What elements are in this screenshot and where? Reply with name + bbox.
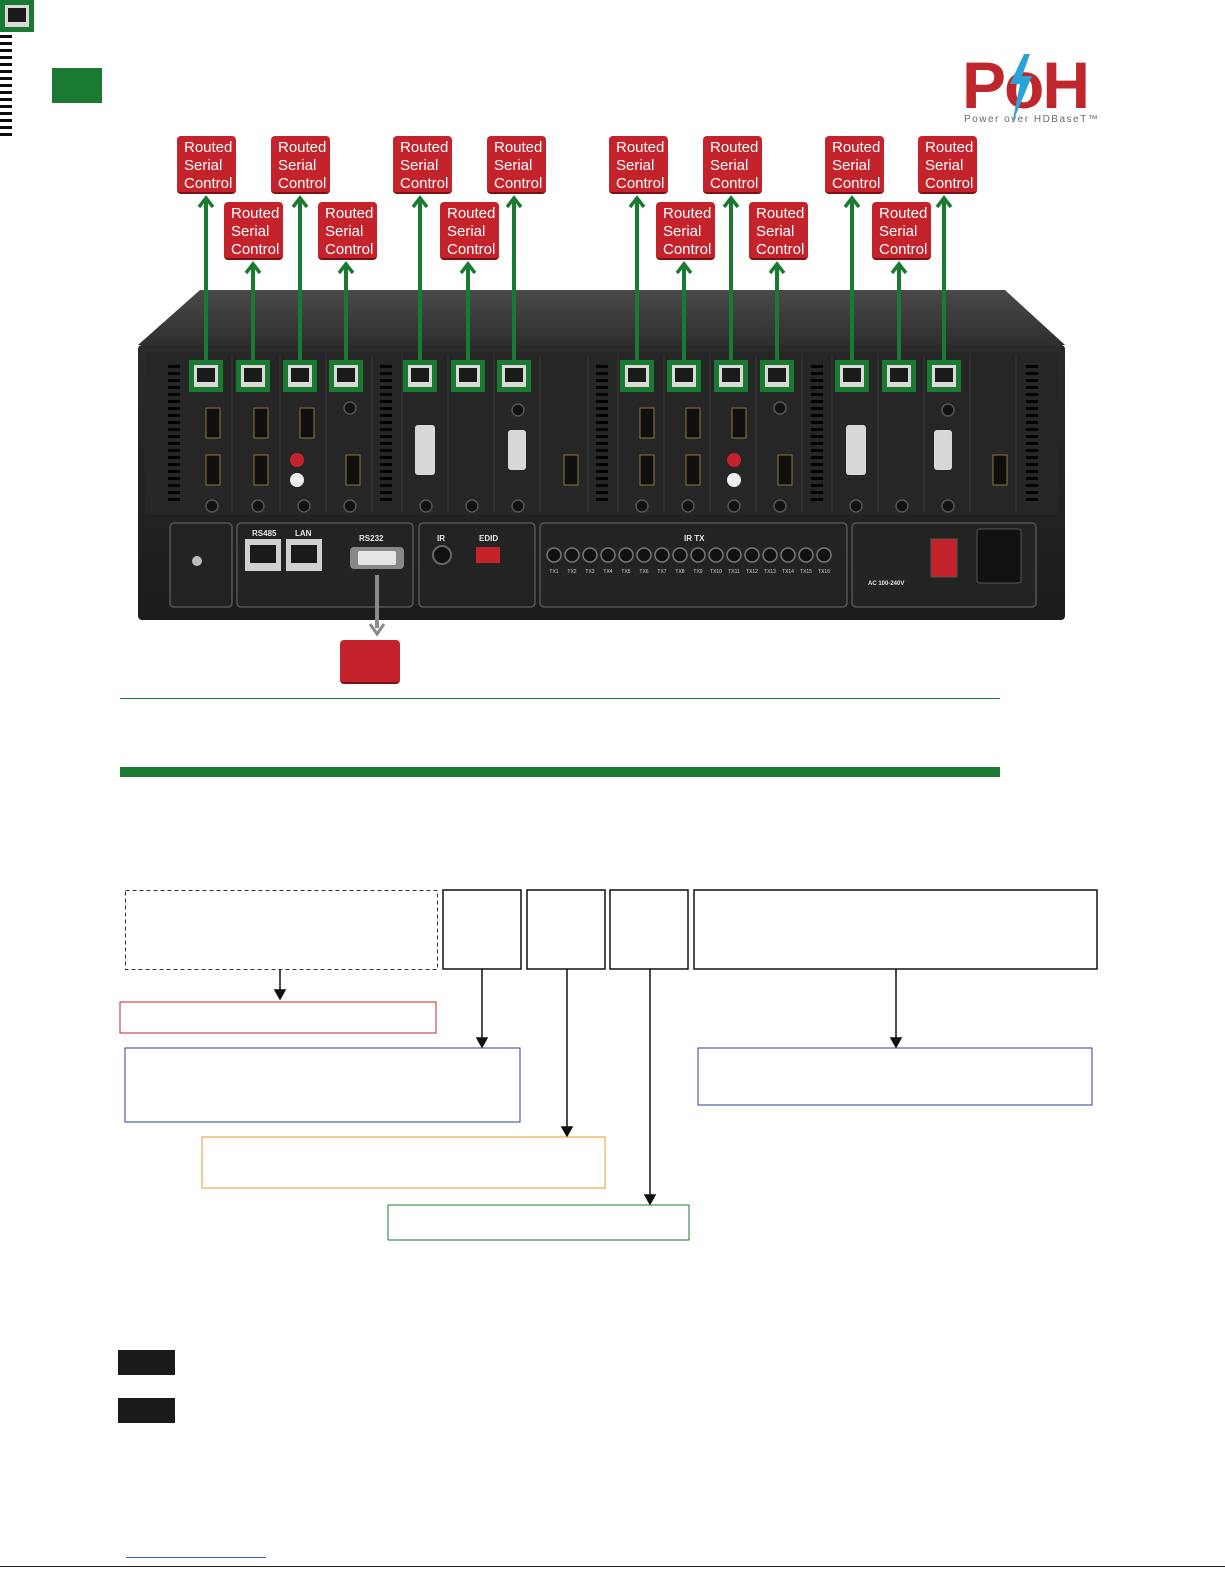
edid-label: EDID: [479, 534, 498, 543]
orange-description-box: [201, 1136, 606, 1189]
header-box-2: [526, 889, 606, 970]
ir-label: IR: [437, 534, 445, 543]
card-bay: [145, 352, 1058, 515]
footer-link-underline[interactable]: [126, 1557, 266, 1558]
ir-tx-port-label: TX9: [693, 569, 702, 575]
ir-tx-port-label: TX12: [746, 569, 758, 575]
chassis-top: [138, 290, 1065, 345]
rs232-destination-box: [340, 640, 400, 684]
red-description-box: [119, 1001, 437, 1034]
ir-tx-port-label: TX10: [710, 569, 722, 575]
ir-tx-port-label: TX5: [621, 569, 630, 575]
blue-description-box-left: [124, 1047, 521, 1123]
footer-rule: [0, 1566, 1225, 1567]
header-box-3: [609, 889, 689, 970]
lan-label: LAN: [295, 529, 312, 538]
structure-diagram: [119, 889, 1098, 1241]
ir-tx-port-label: TX3: [585, 569, 594, 575]
ir-tx-port-label: TX15: [800, 569, 812, 575]
power-label: AC 100-240V: [868, 581, 904, 587]
green-description-box: [387, 1204, 690, 1241]
ir-tx-port-label: TX2: [567, 569, 576, 575]
header-box-1: [442, 889, 522, 970]
dashed-header-box: [125, 890, 438, 970]
rs232-label: RS232: [359, 534, 384, 543]
hdbt-ports: [0, 0, 34, 32]
section-divider-thick: [120, 767, 1000, 777]
logo-subtitle: Power over HDBaseT™: [964, 114, 1100, 125]
ir-tx-port-label: TX7: [657, 569, 666, 575]
device-rear-panel-diagram: RS485 LAN RS232 IR EDID IR TX AC 100-240…: [0, 0, 1065, 637]
section-divider-thin: [120, 698, 1000, 699]
ir-tx-port-label: TX14: [782, 569, 794, 575]
ir-tx-port-label: TX1: [549, 569, 558, 575]
ir-tx-port-label: TX8: [675, 569, 684, 575]
ir-tx-label: IR TX: [684, 534, 705, 543]
ground-icon: [192, 556, 202, 566]
serial-routing-arrows: [204, 200, 946, 360]
rs485-label: RS485: [252, 529, 277, 538]
ir-tx-port-label: TX4: [603, 569, 612, 575]
ir-tx-port-label: TX13: [764, 569, 776, 575]
poh-logo: PoH Power over HDBaseT™: [962, 52, 1102, 130]
note-marker: [118, 1350, 175, 1375]
header-box-4: [693, 889, 1098, 970]
ir-tx-port-label: TX6: [639, 569, 648, 575]
ir-tx-port-label: TX11: [728, 569, 740, 575]
section-marker: [52, 68, 102, 103]
ir-tx-port-label: TX16: [818, 569, 830, 575]
blue-description-box-right: [697, 1047, 1093, 1106]
note-marker: [118, 1398, 175, 1423]
lightning-bolt-icon: [1010, 54, 1032, 124]
